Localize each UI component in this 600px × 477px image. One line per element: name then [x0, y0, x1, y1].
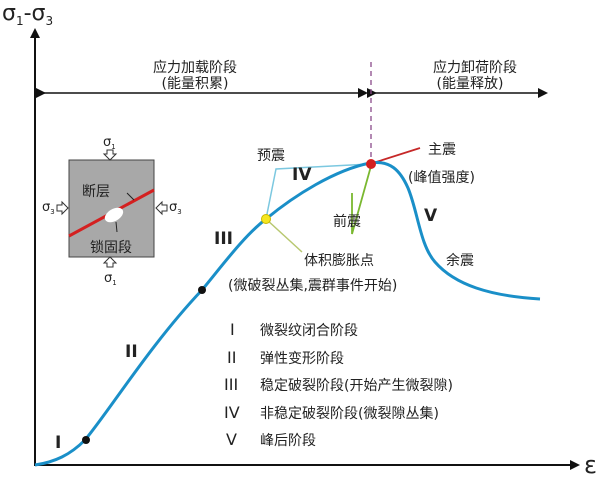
- stage-point-2: [198, 286, 206, 294]
- unloading-phase-subtitle: (能量释放): [437, 76, 504, 92]
- stage-label-III: III: [214, 229, 233, 249]
- stage-label-I: I: [55, 433, 61, 453]
- dilatancy-label: 体积膨胀点: [304, 252, 374, 269]
- locked-segment-label: 锁固段: [90, 240, 132, 256]
- sigma1-bottom-label: σ1: [104, 271, 117, 287]
- peak-point: [366, 159, 376, 169]
- stage-label-V: V: [424, 206, 438, 226]
- peak-strength-label: (峰值强度): [408, 170, 475, 186]
- pre-shock-lines: [265, 163, 371, 220]
- stage-label-IV: IV: [292, 165, 312, 185]
- legend-text: 峰后阶段: [260, 433, 316, 449]
- rock-sample-inset: 断层 锁固段 σ1 σ1 σ3 σ3: [42, 135, 182, 287]
- dilatancy-note: (微破裂丛集,震群事件开始): [228, 277, 397, 294]
- stress-strain-curve: [34, 160, 541, 467]
- dilatancy-pointer: [265, 218, 303, 253]
- stage-label-II: II: [125, 342, 138, 362]
- legend-text: 微裂纹闭合阶段: [260, 323, 358, 339]
- unloading-phase-title: 应力卸荷阶段: [433, 59, 517, 76]
- legend-text: 弹性变形阶段: [260, 351, 344, 367]
- legend-num: III: [224, 375, 238, 394]
- mainshock-label: 主震: [428, 142, 456, 158]
- loading-phase-subtitle: (能量积累): [162, 76, 229, 92]
- locked-segment: [104, 207, 124, 223]
- sigma1-bottom-arrow-icon: [102, 256, 118, 268]
- dilatancy-point: [261, 214, 271, 224]
- pre-shock-label: 预震: [257, 148, 285, 164]
- sigma1-top-arrow-icon: [102, 149, 118, 161]
- sigma3-left-label: σ3: [42, 200, 55, 216]
- sigma3-left-arrow-icon: [56, 200, 69, 216]
- x-axis-label: ε: [584, 451, 597, 477]
- sigma3-right-arrow-icon: [155, 200, 168, 216]
- foreshock-lines: [351, 165, 372, 235]
- legend-num: V: [226, 430, 237, 449]
- stage-point-1: [82, 436, 90, 444]
- legend-num: IV: [224, 403, 240, 422]
- legend-text: 稳定破裂阶段(开始产生微裂隙): [260, 378, 453, 394]
- aftershock-label: 余震: [446, 252, 474, 269]
- legend-text: 非稳定破裂阶段(微裂隙丛集): [260, 405, 439, 422]
- legend-num: II: [227, 348, 236, 367]
- legend-num: I: [230, 320, 235, 339]
- y-axis-label: σ1-σ3: [2, 1, 53, 28]
- fault-label: 断层: [82, 184, 110, 200]
- sigma1-top-label: σ1: [103, 135, 116, 151]
- stage-legend: I 微裂纹闭合阶段 II 弹性变形阶段 III 稳定破裂阶段(开始产生微裂隙) …: [224, 320, 453, 449]
- foreshock-label: 前震: [333, 213, 361, 230]
- loading-phase-title: 应力加载阶段: [153, 59, 237, 76]
- sigma3-right-label: σ3: [169, 200, 182, 216]
